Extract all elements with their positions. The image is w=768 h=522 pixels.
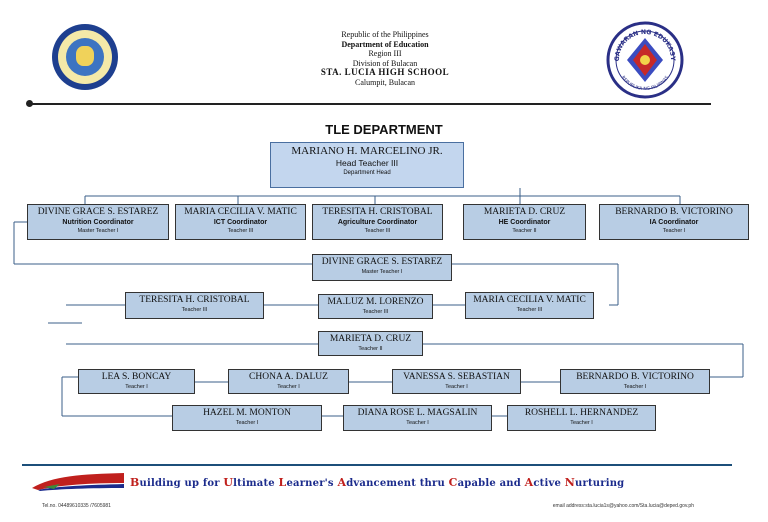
coordinator-rank: Teacher I: [662, 228, 686, 234]
member-rank: Teacher II: [358, 346, 383, 352]
tier2-center-box: MA.LUZ M. LORENZO Teacher III: [318, 294, 433, 319]
tier2-lead-box: DIVINE GRACE S. ESTAREZ Master Teacher I: [312, 254, 452, 281]
member-rank: Teacher I: [277, 384, 300, 390]
member-name: TERESITA H. CRISTOBAL: [139, 295, 250, 305]
head-role: Department Head: [343, 170, 391, 176]
slogan-word: urturing: [575, 478, 625, 489]
slogan-word: earner's: [286, 478, 338, 489]
member-rank: Teacher I: [235, 420, 259, 426]
member-rank: Teacher I: [570, 420, 593, 426]
coordinator-name: BERNARDO B. VICTORINO: [615, 207, 733, 217]
school-seal: [52, 24, 118, 90]
member-name: DIANA ROSE L. MAGSALIN: [357, 408, 478, 418]
member-rank: Teacher I: [125, 384, 148, 390]
member-name: MARIA CECILIA V. MATIC: [473, 295, 586, 305]
head-teacher-box: MARIANO H. MARCELINO JR. Head Teacher II…: [270, 142, 464, 188]
member-rank: Teacher III: [362, 309, 389, 315]
coordinator-role: HE Coordinator: [498, 219, 551, 226]
region-name: Region III: [368, 49, 402, 58]
tier3-row2-box: HAZEL M. MONTON Teacher I: [172, 405, 322, 431]
member-rank: Teacher III: [181, 307, 208, 313]
letterhead: Republic of the Philippines Department o…: [250, 30, 520, 87]
footer-divider: [22, 464, 732, 466]
slogan-initial: L: [278, 476, 287, 489]
coordinator-box-ia: BERNARDO B. VICTORINO IA Coordinator Tea…: [599, 204, 749, 240]
school-name: STA. LUCIA HIGH SCHOOL: [320, 67, 450, 77]
tier2-left-box: TERESITA H. CRISTOBAL Teacher III: [125, 292, 264, 319]
coordinator-name: TERESITA H. CRISTOBAL: [322, 207, 433, 217]
coordinator-role: Nutrition Coordinator: [62, 219, 134, 226]
slogan-word: uilding up for: [139, 478, 224, 489]
coordinator-box-ict: MARIA CECILIA V. MATIC ICT Coordinator T…: [175, 204, 306, 240]
slogan-word: dvancement thru: [346, 478, 449, 489]
slogan-initial: A: [524, 476, 534, 489]
flag-swoosh-icon: [32, 473, 124, 491]
member-name: LEA S. BONCAY: [101, 372, 172, 382]
tier3-row1-box: VANESSA S. SEBASTIAN Teacher I: [392, 369, 521, 394]
head-position: Head Teacher III: [335, 158, 399, 168]
coordinator-box-he: MARIETA D. CRUZ HE Coordinator Teacher I…: [463, 204, 586, 240]
member-name: HAZEL M. MONTON: [203, 408, 291, 418]
coordinator-rank: Teacher III: [227, 228, 254, 234]
tier3-row1-box: BERNARDO B. VICTORINO Teacher I: [560, 369, 710, 394]
member-name: DIVINE GRACE S. ESTAREZ: [321, 257, 443, 267]
tier3-lead-box: MARIETA D. CRUZ Teacher II: [318, 331, 423, 356]
coordinator-role: IA Coordinator: [649, 219, 699, 226]
slogan-initial: N: [564, 476, 576, 489]
email-address: email address:sta.lucia1s@yahoo.com/Sta.…: [552, 503, 694, 509]
coordinator-rank: Master Teacher I: [77, 228, 119, 234]
slogan-initial: A: [337, 476, 347, 489]
school-address: Calumpit, Bulacan: [355, 77, 415, 87]
slogan-word: ctive: [533, 478, 565, 489]
coordinator-name: MARIETA D. CRUZ: [483, 207, 566, 217]
slogan-word: ltimate: [233, 478, 279, 489]
head-name: MARIANO H. MARCELINO JR.: [291, 145, 443, 157]
coordinator-role: ICT Coordinator: [213, 219, 268, 226]
department-name: Department of Education: [341, 39, 429, 49]
member-name: BERNARDO B. VICTORINO: [576, 372, 694, 382]
member-rank: Teacher III: [516, 307, 543, 313]
coordinator-box-nutrition: DIVINE GRACE S. ESTAREZ Nutrition Coordi…: [27, 204, 169, 240]
slogan-initial: B: [130, 476, 140, 489]
school-slogan: Building up for Ultimate Learner's Advan…: [130, 476, 624, 489]
tier3-row2-box: DIANA ROSE L. MAGSALIN Teacher I: [343, 405, 492, 431]
member-name: ROSHELL L. HERNANDEZ: [524, 408, 639, 418]
slogan-word: apable and: [457, 478, 525, 489]
member-rank: Teacher I: [623, 384, 647, 390]
member-name: VANESSA S. SEBASTIAN: [403, 372, 510, 382]
coordinator-name: MARIA CECILIA V. MATIC: [184, 207, 297, 217]
member-name: MA.LUZ M. LORENZO: [327, 297, 424, 307]
member-rank: Teacher I: [445, 384, 468, 390]
slogan-initial: U: [223, 476, 234, 489]
header-divider: [28, 103, 711, 105]
member-name: CHONA A. DALUZ: [249, 372, 328, 382]
tier2-right-box: MARIA CECILIA V. MATIC Teacher III: [465, 292, 594, 319]
tier3-row1-box: LEA S. BONCAY Teacher I: [78, 369, 195, 394]
telephone-number: Tel.no. 04489610335 /7605981: [42, 503, 111, 509]
page-title: TLE DEPARTMENT: [325, 122, 443, 137]
member-name: MARIETA D. CRUZ: [329, 334, 412, 344]
deped-seal: KAGAWARAN NG EDUKASYON REPUBLIKA NG PILI…: [605, 20, 684, 99]
coordinator-name: DIVINE GRACE S. ESTAREZ: [37, 207, 159, 217]
division-name: Division of Bulacan: [352, 58, 418, 68]
slogan-initial: C: [448, 476, 458, 489]
tier3-row2-box: ROSHELL L. HERNANDEZ Teacher I: [507, 405, 656, 431]
coordinator-role: Agriculture Coordinator: [337, 219, 418, 226]
member-rank: Master Teacher I: [361, 269, 403, 275]
tier3-row1-box: CHONA A. DALUZ Teacher I: [228, 369, 349, 394]
coordinator-rank: Teacher II: [512, 228, 537, 234]
coordinator-rank: Teacher III: [364, 228, 391, 234]
coordinator-box-agriculture: TERESITA H. CRISTOBAL Agriculture Coordi…: [312, 204, 443, 240]
member-rank: Teacher I: [406, 420, 429, 426]
country-name: Republic of the Philippines: [341, 30, 429, 39]
